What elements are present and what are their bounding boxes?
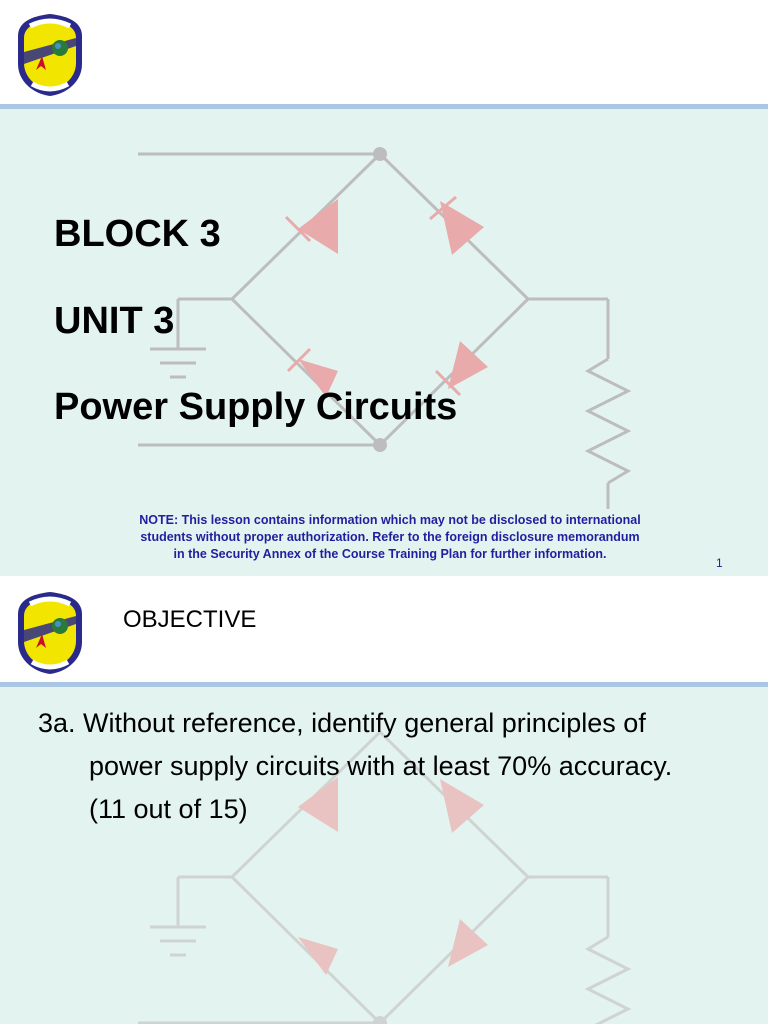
title-topic: Power Supply Circuits [54,386,458,428]
slide-2: OBJECTIVE 3a. Without reference, [0,578,768,1024]
bridge-rectifier-diagram [138,147,632,509]
diode-symbol [298,777,338,832]
disclosure-note: NOTE: This lesson contains information w… [70,512,710,563]
note-line: in the Security Annex of the Course Trai… [173,547,607,561]
junction-dot [373,147,387,161]
diode-symbol [298,937,338,975]
bridge-rectifier-diagram [138,730,632,1024]
note-line: students without proper authorization. R… [140,530,640,544]
page-number: 1 [716,556,723,570]
squadron-emblem-logo [18,14,82,96]
title-block: BLOCK 3 [54,213,221,255]
objective-line: 3a. Without reference, identify general … [38,708,646,738]
objective-line: (11 out of 15) [89,794,248,824]
diode-symbol [440,201,484,255]
slide-body [0,687,768,1024]
objective-heading: OBJECTIVE [123,606,257,633]
slide-body [0,109,768,576]
diode-symbol [298,199,338,254]
slide-header: OBJECTIVE [0,578,768,682]
squadron-emblem-logo [18,592,82,674]
slide-1: BLOCK 3 UNIT 3 Power Supply Circuits NOT… [0,0,768,576]
junction-dot [373,438,387,452]
title-unit: UNIT 3 [54,300,175,342]
slide-header [0,0,768,104]
objective-line: power supply circuits with at least 70% … [89,751,673,781]
header-divider [0,682,768,687]
header-divider [0,104,768,109]
diode-symbol [440,779,484,833]
objective-statement: 3a. Without reference, identify general … [38,702,753,831]
diode-symbol [448,919,488,967]
diode-symbol [448,341,488,389]
note-line: NOTE: This lesson contains information w… [139,513,641,527]
junction-dot [373,1016,387,1024]
diode-symbol [298,359,338,397]
